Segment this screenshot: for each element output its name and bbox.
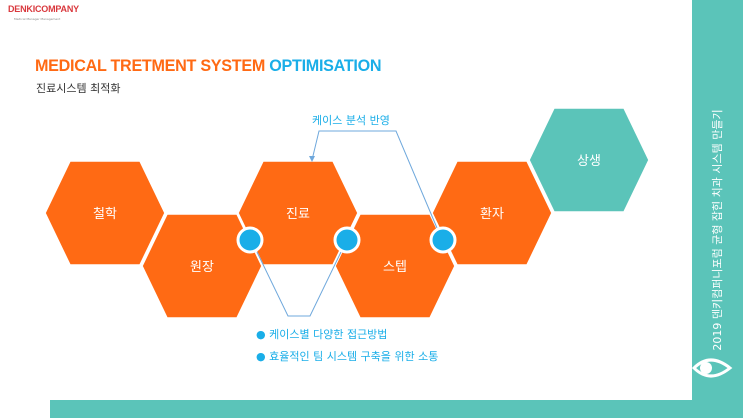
hexagon-2: 원장 bbox=[141, 213, 263, 319]
hexagon-4: 스텝 bbox=[334, 213, 456, 319]
bullet-item: ● 케이스별 다양한 접근방법 bbox=[256, 328, 388, 341]
logo-tagline: Medical Manager Management bbox=[14, 17, 61, 21]
arrow-head-icon bbox=[309, 156, 315, 162]
connector-dot bbox=[236, 226, 264, 254]
hexagon-label: 진료 bbox=[286, 207, 310, 222]
page-subtitle: 진료시스템 최적화 bbox=[36, 82, 121, 95]
company-logo: DENKICOMPANY bbox=[8, 4, 79, 14]
annotation-connector bbox=[311, 130, 438, 229]
title-main: MEDICAL TRETMENT SYSTEM bbox=[35, 56, 266, 75]
hexagon-5: 환자 bbox=[431, 160, 553, 266]
title-highlight: OPTIMISATION bbox=[269, 56, 382, 75]
bottom-band bbox=[50, 400, 743, 418]
hexagon-6: 상생 bbox=[528, 107, 650, 213]
bullet-item: ● 효율적인 팀 시스템 구축을 위한 소통 bbox=[256, 350, 439, 363]
hexagon-label: 철학 bbox=[93, 207, 117, 222]
hexagon-label: 스텝 bbox=[383, 260, 407, 275]
connector-dot bbox=[333, 226, 361, 254]
hexagon-label: 상생 bbox=[577, 154, 601, 169]
annotation-label: 케이스 분석 반영 bbox=[312, 114, 390, 127]
page-title: MEDICAL TRETMENT SYSTEM OPTIMISATION bbox=[35, 56, 382, 76]
connector-dot bbox=[429, 226, 457, 254]
hexagon-label: 환자 bbox=[480, 207, 504, 222]
eye-icon bbox=[691, 358, 733, 378]
v-connector bbox=[256, 251, 342, 317]
hexagon-label: 원장 bbox=[190, 260, 214, 275]
sidebar-band bbox=[692, 0, 743, 418]
hexagon-1: 철학 bbox=[44, 160, 166, 266]
